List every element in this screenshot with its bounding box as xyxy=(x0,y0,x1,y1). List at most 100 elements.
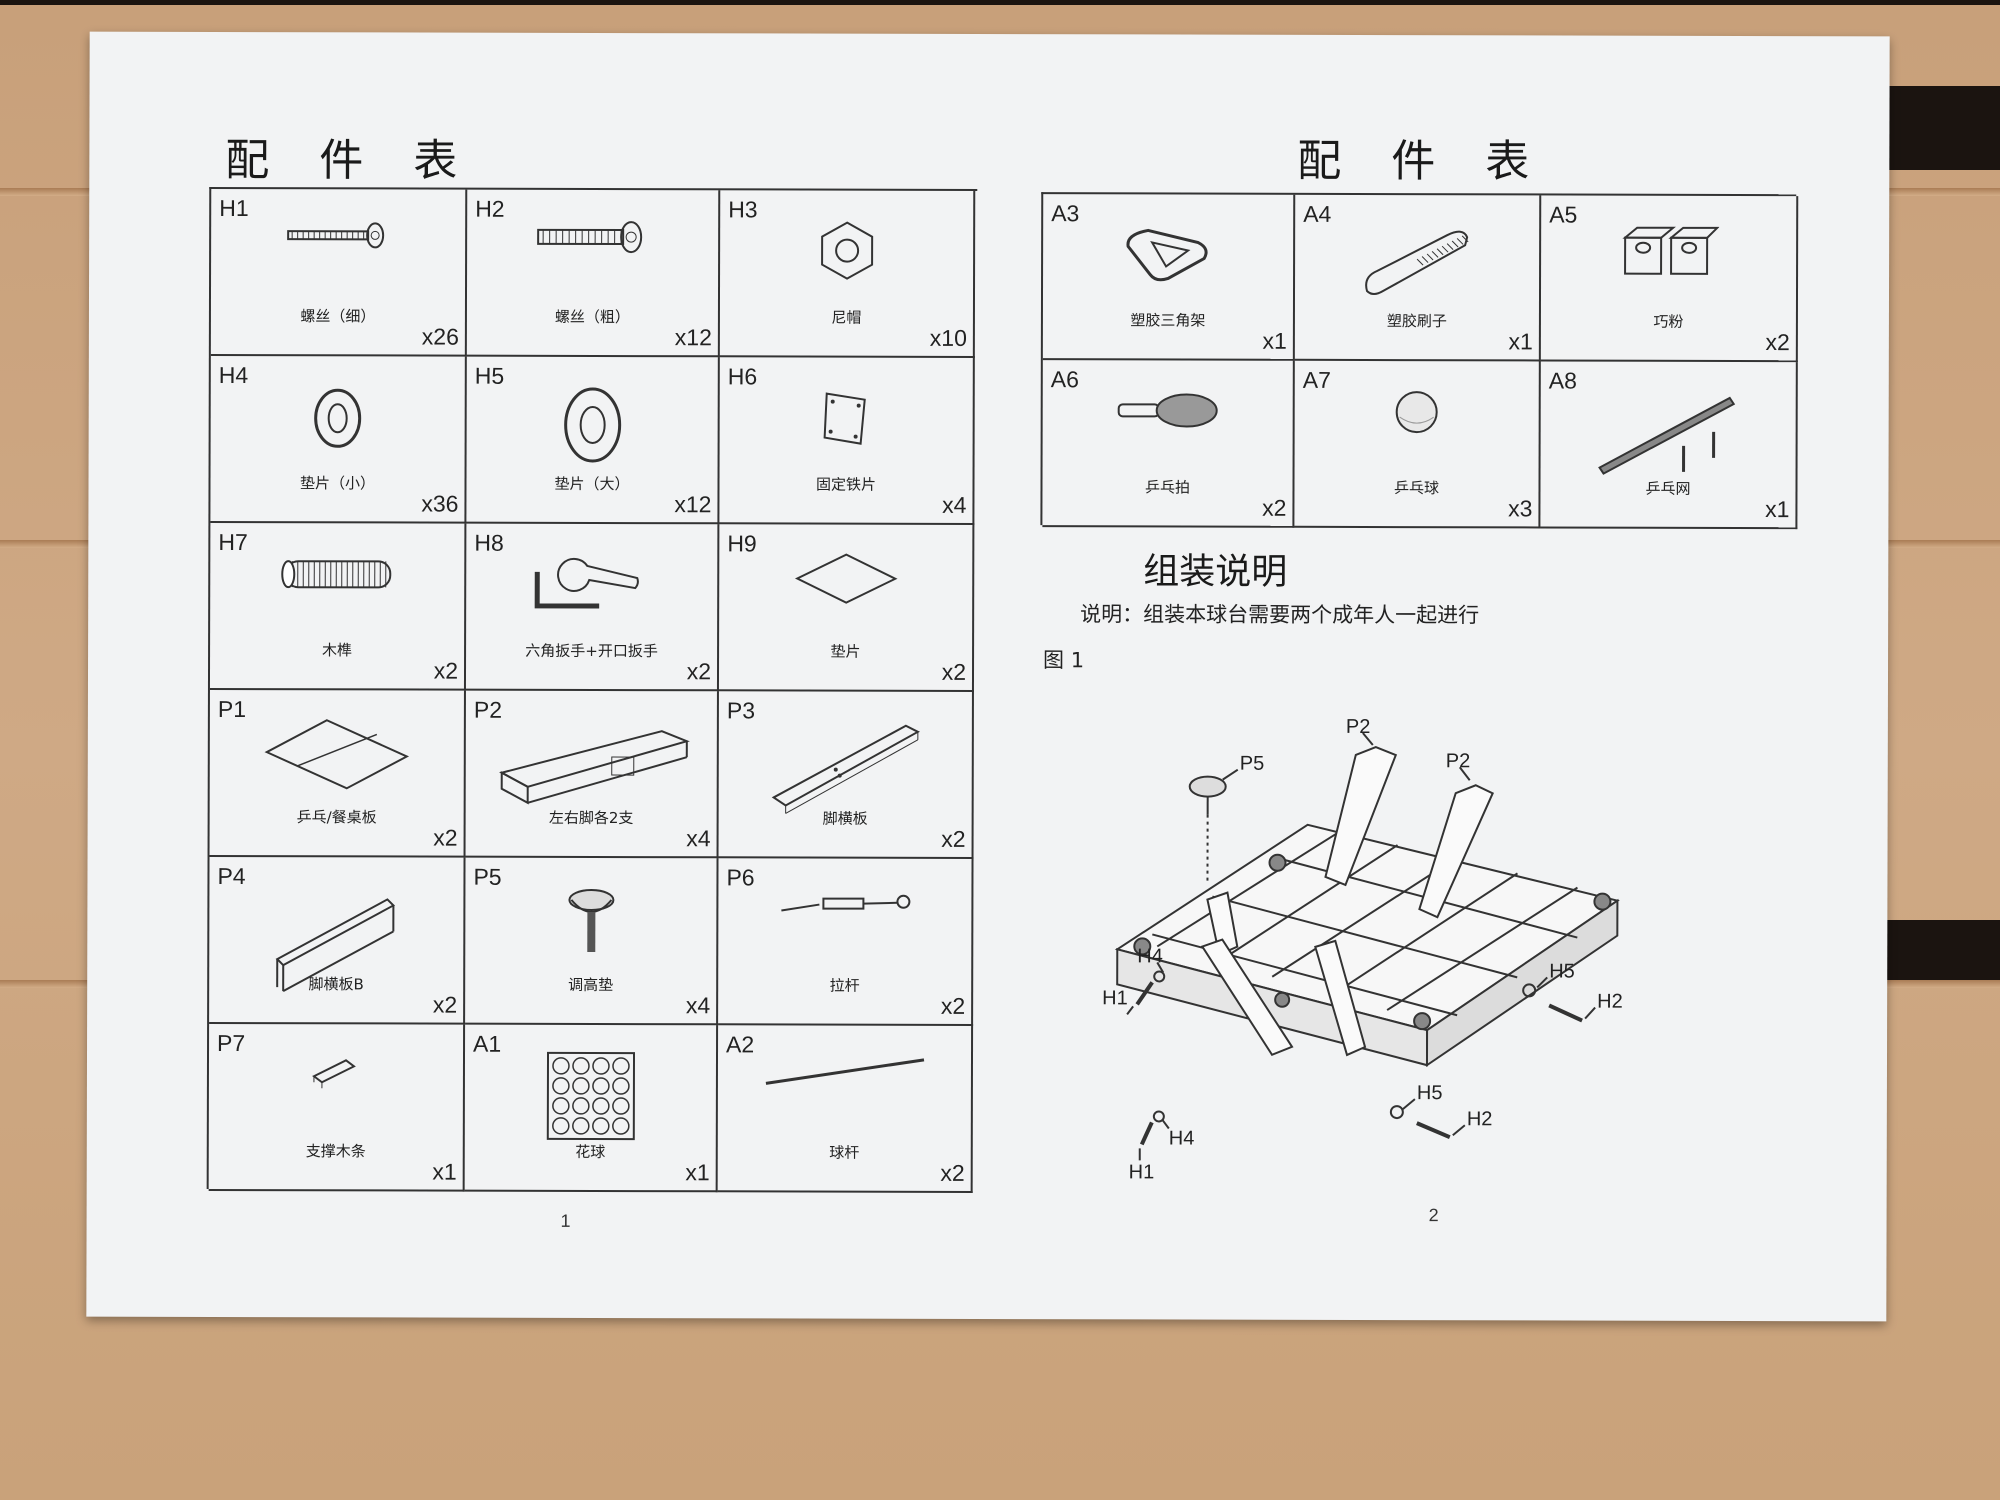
part-quantity: x4 xyxy=(685,992,711,1019)
part-name: 脚横板 xyxy=(822,809,868,828)
callout-p5: P5 xyxy=(1240,753,1265,775)
part-code: A5 xyxy=(1549,201,1578,228)
balls-icon xyxy=(545,1051,635,1145)
part-cell-a4: A4 塑胶刷子 x1 xyxy=(1294,194,1542,362)
part-quantity: x2 xyxy=(433,824,458,851)
left-page-number: 1 xyxy=(560,1210,571,1231)
part-cell-a6: A6 乒乓拍 x2 xyxy=(1042,360,1295,528)
part-code: P4 xyxy=(217,862,246,890)
part-quantity: x2 xyxy=(1262,494,1287,521)
left-page-title: 配 件 表 xyxy=(225,135,476,187)
part-code: H9 xyxy=(727,530,757,557)
callout-h4: H4 xyxy=(1137,945,1163,967)
part-quantity: x12 xyxy=(674,324,712,351)
diagram-callouts: P5 P2 P2 H4 H1 H5 H2 H5 H2 H4 H1 xyxy=(1102,716,1623,1183)
part-cell-p4: P4 脚横板B x2 xyxy=(209,856,466,1025)
part-code: P7 xyxy=(217,1029,246,1057)
callout-h5: H5 xyxy=(1549,960,1575,982)
callout-p2: P2 xyxy=(1346,716,1371,738)
part-name: 调高垫 xyxy=(568,975,614,995)
callout-h2: H2 xyxy=(1467,1108,1493,1130)
callout-p2: P2 xyxy=(1446,750,1471,772)
assembly-note: 说明：组装本球台需要两个成年人一起进行 xyxy=(1080,602,1480,628)
right-page-title: 配 件 表 xyxy=(1297,135,1548,188)
part-quantity: x10 xyxy=(929,324,967,351)
part-code: H3 xyxy=(728,196,758,223)
part-quantity: x2 xyxy=(940,992,966,1019)
part-code: H4 xyxy=(218,361,249,389)
part-quantity: x1 xyxy=(1508,328,1533,355)
ping-pong-ball-icon xyxy=(1392,387,1442,441)
figure-label: 图 1 xyxy=(1043,648,1085,673)
part-code: H1 xyxy=(219,194,249,222)
part-name: 塑胶三角架 xyxy=(1130,311,1206,330)
triangle-rack-icon xyxy=(1118,220,1218,294)
nut-icon xyxy=(812,217,882,291)
part-name: 脚横板B xyxy=(308,975,364,994)
pad-icon xyxy=(791,550,901,614)
part-quantity: x36 xyxy=(421,490,459,517)
part-name: 支撑木条 xyxy=(305,1142,366,1161)
part-quantity: x1 xyxy=(685,1159,710,1186)
part-quantity: x2 xyxy=(432,991,458,1018)
part-code: A1 xyxy=(473,1030,502,1057)
leg-icon xyxy=(491,717,691,812)
part-code: A6 xyxy=(1050,366,1079,393)
part-code: A8 xyxy=(1548,367,1577,394)
callout-h4: H4 xyxy=(1169,1127,1195,1149)
leg-crossboard-icon xyxy=(765,717,925,821)
part-name: 乒乓/餐桌板 xyxy=(296,808,377,827)
thick-screw-icon xyxy=(533,216,653,264)
part-name: 木榫 xyxy=(322,641,353,660)
dowel-icon xyxy=(272,549,402,603)
part-cell-p3: P3 脚横板 x2 xyxy=(718,691,974,859)
part-code: H6 xyxy=(727,363,758,390)
large-washer-icon xyxy=(557,383,627,471)
table-frame-drawing xyxy=(1114,732,1620,1161)
leveling-foot-icon xyxy=(561,884,621,968)
part-name: 左右脚各2支 xyxy=(548,808,634,828)
part-quantity: x2 xyxy=(941,658,967,685)
part-cell-p6: P6 拉杆 x2 xyxy=(718,858,974,1026)
brush-icon xyxy=(1357,221,1477,305)
part-code: H5 xyxy=(474,362,505,389)
assembly-diagram: P5 P2 P2 H4 H1 H5 H2 H5 H2 H4 H1 xyxy=(1102,716,1623,1183)
part-code: P6 xyxy=(726,864,755,891)
part-quantity: x4 xyxy=(686,825,711,852)
part-name: 固定铁片 xyxy=(815,475,877,494)
part-name: 塑胶刷子 xyxy=(1386,312,1447,331)
paddle-icon xyxy=(1113,386,1223,440)
part-code: A4 xyxy=(1303,200,1332,227)
part-quantity: x12 xyxy=(674,491,712,518)
table-board-icon xyxy=(257,716,417,800)
part-name: 拉杆 xyxy=(829,976,860,995)
part-name: 球杆 xyxy=(829,1143,860,1162)
part-code: P3 xyxy=(726,697,756,724)
chalk-icon xyxy=(1619,222,1720,286)
part-quantity: x2 xyxy=(686,658,712,685)
small-washer-icon xyxy=(308,382,368,456)
part-name: 乒乓拍 xyxy=(1144,478,1191,497)
part-quantity: x2 xyxy=(941,825,966,852)
part-code: A2 xyxy=(726,1031,755,1058)
part-name: 乒乓网 xyxy=(1645,479,1691,498)
part-code: H7 xyxy=(218,528,248,556)
part-name: 花球 xyxy=(575,1142,606,1161)
